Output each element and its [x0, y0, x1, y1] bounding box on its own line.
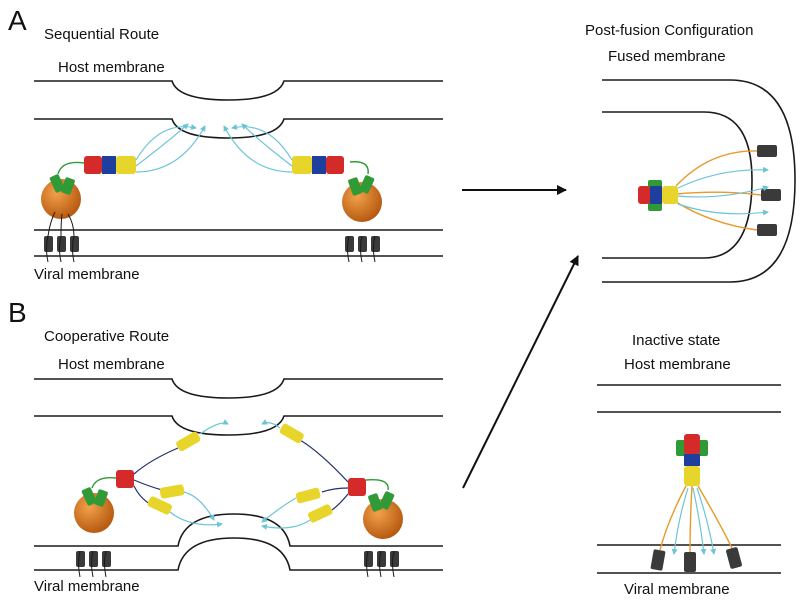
a-host-membrane-inner — [34, 118, 443, 139]
a-left-protein — [41, 123, 206, 263]
post-fusion-title: Post-fusion Configuration — [585, 22, 754, 39]
panel-label-b: B — [8, 297, 27, 328]
post-fusion-diagram — [602, 79, 796, 283]
inactive-host-membrane-label: Host membrane — [624, 356, 731, 373]
arrow-cooperative-to-postfusion — [462, 255, 579, 489]
b-viral-membrane-bottom — [34, 537, 443, 571]
inactive-state-diagram — [597, 384, 781, 574]
fused-membrane-outer — [602, 79, 796, 283]
b-right-protein — [261, 419, 403, 578]
a-viral-membrane-label: Viral membrane — [34, 266, 140, 283]
b-host-membrane-inner — [34, 415, 443, 436]
b-viral-membrane-label: Viral membrane — [34, 578, 140, 595]
a-host-membrane-outer — [34, 80, 443, 101]
b-left-protein — [74, 419, 229, 578]
a-right-protein — [223, 123, 382, 263]
helix-red — [84, 156, 102, 174]
helix-yellow — [159, 484, 185, 499]
helix-yellow — [116, 156, 136, 174]
fused-membrane-inner — [602, 111, 753, 259]
helix-yellow — [307, 504, 333, 523]
helix-red — [326, 156, 344, 174]
b-host-membrane-label: Host membrane — [58, 356, 165, 373]
panel-label-a: A — [8, 5, 27, 36]
helix-blue — [102, 156, 116, 174]
helix-yellow — [295, 487, 321, 504]
b-host-membrane-outer — [34, 378, 443, 399]
inactive-state-title: Inactive state — [632, 332, 721, 349]
helix-blue — [312, 156, 326, 174]
helix-red — [116, 470, 134, 488]
helix-yellow — [279, 423, 304, 444]
helix-red — [348, 478, 366, 496]
panel-a-sequential — [34, 80, 443, 263]
cooperative-route-title: Cooperative Route — [44, 328, 170, 345]
fused-membrane-label: Fused membrane — [608, 48, 726, 65]
helix-yellow — [147, 496, 173, 515]
helix-yellow — [292, 156, 312, 174]
panel-b-cooperative — [34, 378, 443, 578]
a-host-membrane-label: Host membrane — [58, 59, 165, 76]
sequential-route-title: Sequential Route — [44, 26, 160, 43]
inactive-viral-membrane-label: Viral membrane — [624, 581, 730, 598]
helix-yellow — [176, 431, 201, 452]
b-viral-membrane-top — [34, 513, 443, 547]
